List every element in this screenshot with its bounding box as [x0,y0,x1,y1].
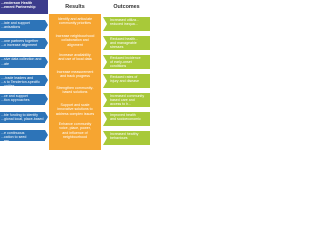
arrow-tip-icon [45,130,48,141]
arrow-tip-icon [45,93,48,104]
activities-column: ...enderson Health ...ement Partnership … [0,0,48,150]
activity-box: ...one partners together ...o increase a… [0,38,45,50]
activity-box: ...ble funding to identify ...gional loc… [0,112,45,123]
results-arrow-band [49,14,101,150]
activity-box: ...e continuous ...cation to seed ...ers [0,130,45,142]
outcome-box: Reduced health... and manageable stresse… [103,36,150,50]
outcome-box: Reduced incidence of early-onset conditi… [103,55,150,69]
chevron-notch-icon [103,36,107,50]
chevron-notch-icon [103,55,107,69]
result-item: Strengthen community- based solutions [56,86,94,95]
outcome-box: Increased utiliza... reduced inequa... [103,17,150,31]
arrow-tip-icon [45,38,48,49]
partnership-header: ...enderson Health ...ement Partnership [0,0,48,14]
activity-box: ...ce and support ...tion approaches [0,93,45,105]
result-item: Increase neighbourhood collaboration and… [55,34,95,47]
chevron-notch-icon [103,74,107,88]
chevron-notch-icon [103,93,107,107]
result-item: Enhance community voice, place, power, a… [58,122,92,139]
arrow-tip-icon [45,56,48,67]
arrow-tip-icon [45,112,48,122]
outcome-box: Increased community based care and acces… [103,93,150,107]
result-item: Increase measurement and track progress [56,70,94,79]
chevron-notch-icon [103,17,107,31]
results-header: Results [65,4,85,10]
result-item: Support and scale innovative solutions t… [55,103,95,116]
result-item: Identify and articulate community priori… [57,17,93,26]
chevron-notch-icon [103,112,107,126]
logic-model-diagram: ...enderson Health ...ement Partnership … [0,0,150,150]
arrow-tip-icon [45,75,48,86]
outcome-box: Reduced rates of injury and disease [103,74,150,88]
chevron-notch-icon [103,131,107,145]
results-column: Results Identify and articulate communit… [49,0,101,150]
outcomes-header: Outcomes [113,4,140,10]
activity-box: ...-trade leaders and ...s to Tenderton-… [0,75,45,87]
outcome-box: Increased healthy behaviours [103,131,150,145]
outcomes-column: Outcomes Increased utiliza... reduced in… [103,0,150,150]
outcome-box: Improved health and socioeconomic [103,112,150,126]
arrow-tip-icon [45,20,48,30]
activity-box: ...iate and support ...anisations [0,20,45,31]
activity-box: ...sive data collection and ...ate [0,56,45,68]
result-item: Increase availability and use of local d… [58,53,92,62]
